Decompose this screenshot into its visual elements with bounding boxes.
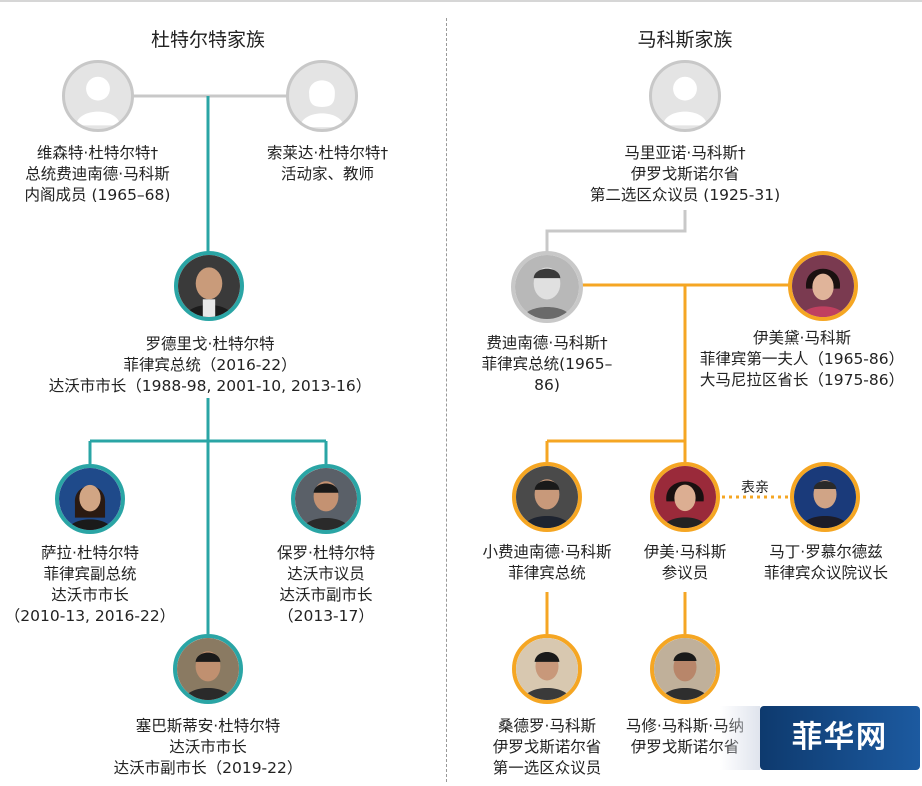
watermark-logo: 菲华网 [720,706,920,770]
person-silhouette-icon [76,76,120,126]
person-silhouette-icon [300,80,344,128]
sebastian-caption: 塞巴斯蒂安·杜特尔特 达沃市市长 达沃市副市长（2019-22） [80,716,336,779]
portrait-icon [178,255,240,317]
caption-line: 维森特·杜特尔特† [36,144,159,162]
caption-line: 大马尼拉区省长（1975-86） [699,371,905,389]
caption-line: 86) [534,376,560,394]
caption-line: 总统费迪南德·马科斯 [25,165,170,183]
soledad-avatar [286,60,358,132]
bongbong-caption: 小费迪南德·马科斯 菲律宾总统 [467,542,627,584]
bongbong-photo [512,462,582,532]
caption-line: 参议员 [661,564,709,582]
portrait-icon [295,468,357,530]
imee-caption: 伊美·马科斯 参议员 [625,542,745,584]
portrait-icon [515,255,579,319]
caption-line: 菲律宾总统(1965– [481,355,613,373]
caption-line: 马修·马科斯·马纳 [625,717,745,735]
ferdinand-caption: 费迪南德·马科斯† 菲律宾总统(1965– 86) [462,333,632,396]
matthew-photo [650,634,720,704]
caption-line: 达沃市市长 [169,738,247,756]
marcos-family-title: 马科斯家族 [637,29,733,51]
portrait-icon [794,466,856,528]
caption-line: 费迪南德·马科斯† [486,334,608,352]
caption-line: 达沃市市长（1988-98, 2001-10, 2013-16） [48,377,372,395]
portrait-icon [654,638,716,700]
caption-line: 马里亚诺·马科斯† [624,144,746,162]
caption-line: 小费迪南德·马科斯 [482,543,612,561]
vicente-caption: 维森特·杜特尔特† 总统费迪南德·马科斯 内阁成员 (1965–68) [0,143,195,206]
caption-line: 第二选区众议员 (1925-31) [589,186,781,204]
ferdinand-photo [511,251,583,323]
sebastian-photo [173,634,243,704]
portrait-icon [516,638,578,700]
portrait-icon [177,638,239,700]
imelda-caption: 伊美黛·马科斯 菲律宾第一夫人（1965-86） 大马尼拉区省长（1975-86… [686,328,918,391]
caption-line: （2010-13, 2016-22） [4,607,176,625]
caption-line: 伊美·马科斯 [643,543,727,561]
caption-line: 罗德里戈·杜特尔特 [145,335,275,353]
caption-line: 达沃市副市长（2019-22） [113,759,303,777]
caption-line: 伊罗戈斯诺尔省 [630,165,740,183]
martin-photo [790,462,860,532]
caption-line: 活动家、教师 [280,165,374,183]
caption-line: 菲律宾总统 [508,564,586,582]
mariano-avatar [649,60,721,132]
sandro-photo [512,634,582,704]
caption-line: （2013-17） [278,607,374,625]
sandro-caption: 桑德罗·马科斯 伊罗戈斯诺尔省 第一选区众议员 [467,716,627,779]
marcos-mariano-link [545,210,687,252]
caption-line: 菲律宾副总统 [43,565,137,583]
caption-line: 达沃市市长 [51,586,129,604]
caption-line: 达沃市副市长 [279,586,373,604]
caption-line: 桑德罗·马科斯 [498,717,596,735]
sara-photo [55,464,125,534]
caption-line: 马丁·罗慕尔德兹 [769,543,883,561]
watermark-text: 菲华网 [792,720,888,755]
caption-line: 保罗·杜特尔特 [277,544,375,562]
caption-line: 内阁成员 (1965–68) [24,186,171,204]
portrait-icon [59,468,121,530]
caption-line: 伊罗戈斯诺尔省 [630,738,740,756]
caption-line: 菲律宾第一夫人（1965-86） [699,350,905,368]
paolo-photo [291,464,361,534]
watermark-fade [720,706,760,770]
imee-photo [650,462,720,532]
imelda-photo [788,251,858,321]
caption-line: 伊罗戈斯诺尔省 [492,738,602,756]
cousin-relation-label: 表亲 [741,480,769,496]
caption-line: 第一选区众议员 [492,759,602,777]
sara-caption: 萨拉·杜特尔特 菲律宾副总统 达沃市市长 （2010-13, 2016-22） [0,543,180,627]
caption-line: 萨拉·杜特尔特 [41,544,139,562]
caption-line: 达沃市议员 [287,565,365,583]
family-divider [446,18,447,782]
portrait-icon [654,466,716,528]
caption-line: 菲律宾众议院议长 [763,564,888,582]
mariano-caption: 马里亚诺·马科斯† 伊罗戈斯诺尔省 第二选区众议员 (1925-31) [565,143,805,206]
caption-line: 索莱达·杜特尔特† [266,144,389,162]
soledad-caption: 索莱达·杜特尔特† 活动家、教师 [230,143,425,185]
martin-caption: 马丁·罗慕尔德兹 菲律宾众议院议长 [740,542,912,584]
portrait-icon [516,466,578,528]
portrait-icon [792,255,854,317]
top-border [0,0,922,2]
person-silhouette-icon [663,76,707,126]
vicente-avatar [62,60,134,132]
caption-line: 伊美黛·马科斯 [753,329,851,347]
caption-line: 菲律宾总统（2016-22） [123,356,297,374]
paolo-caption: 保罗·杜特尔特 达沃市议员 达沃市副市长 （2013-17） [246,543,406,627]
caption-line: 塞巴斯蒂安·杜特尔特 [135,717,281,735]
rodrigo-caption: 罗德里戈·杜特尔特 菲律宾总统（2016-22） 达沃市市长（1988-98, … [20,334,400,397]
matthew-caption: 马修·马科斯·马纳 伊罗戈斯诺尔省 [610,716,760,758]
duterte-family-title: 杜特尔特家族 [150,29,265,51]
rodrigo-photo [174,251,244,321]
